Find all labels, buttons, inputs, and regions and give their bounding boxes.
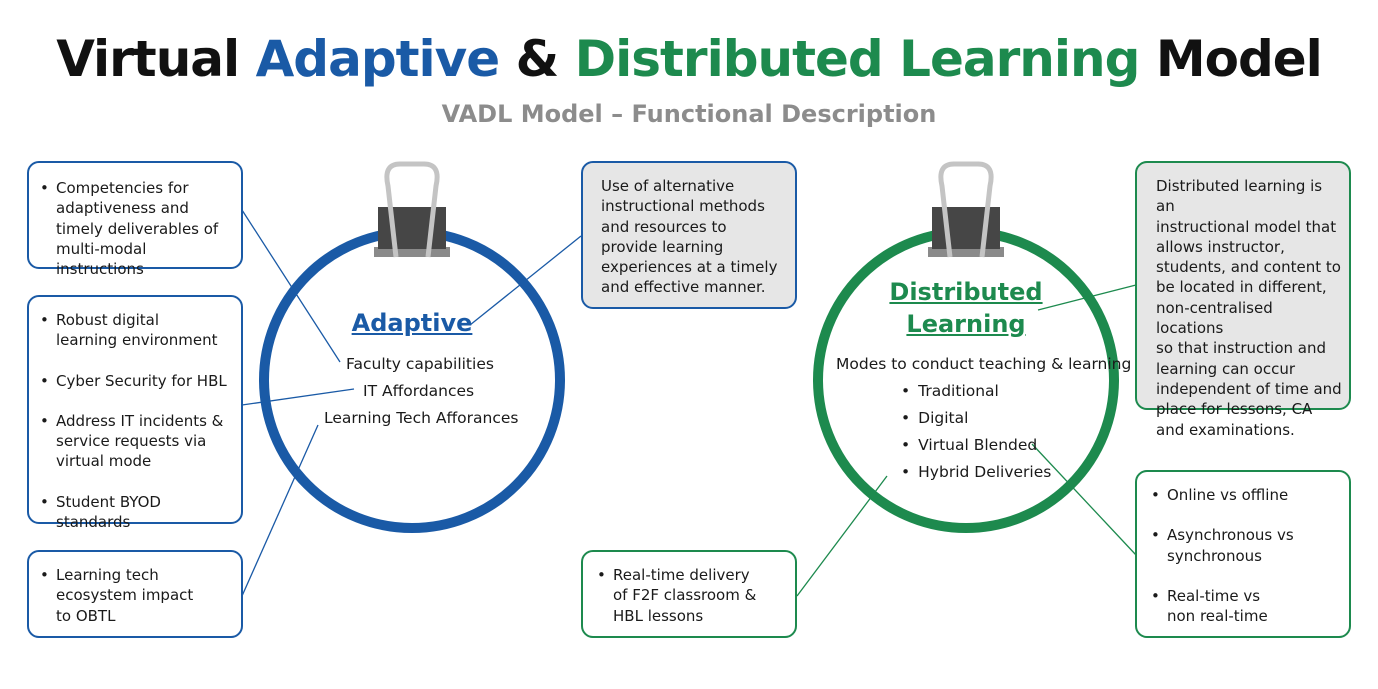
distributed-label-line1: Distributed bbox=[889, 278, 1043, 306]
adaptive-item-learning-tech: Learning Tech Afforances bbox=[324, 409, 519, 427]
adaptive-definition-box: Use of alternative instructional methods… bbox=[581, 161, 797, 309]
modes-heading: Modes to conduct teaching & learning bbox=[836, 355, 1132, 373]
list-item: Competencies for adaptiveness and timely… bbox=[40, 178, 233, 279]
title-model: Model bbox=[1155, 30, 1323, 88]
mode-item: Virtual Blended bbox=[901, 436, 1037, 454]
binder-clip-icon bbox=[928, 161, 1004, 258]
distributed-definition-box: Distributed learning is an instructional… bbox=[1135, 161, 1351, 439]
competencies-box: Competencies for adaptiveness and timely… bbox=[27, 161, 243, 278]
mode-item: Hybrid Deliveries bbox=[901, 463, 1051, 481]
mode-item: Digital bbox=[901, 409, 968, 427]
connector-line bbox=[241, 209, 341, 363]
realtime-delivery-box: Real-time delivery of F2F classroom & HB… bbox=[581, 550, 797, 638]
list-item: Real-time delivery of F2F classroom & HB… bbox=[597, 565, 787, 626]
mode-item: Traditional bbox=[901, 382, 999, 400]
title-ampersand: & bbox=[515, 30, 560, 88]
connector-line bbox=[241, 424, 319, 597]
list-item: Asynchronous vs synchronous bbox=[1151, 525, 1343, 566]
binder-clip-icon bbox=[374, 161, 450, 258]
list-item: Online vs offline bbox=[1151, 485, 1343, 506]
distributed-label-line2: Learning bbox=[906, 310, 1026, 338]
adaptive-item-faculty: Faculty capabilities bbox=[346, 355, 494, 373]
it-affordances-box: Robust digital learning environment Cybe… bbox=[27, 295, 243, 531]
adaptive-item-it: IT Affordances bbox=[363, 382, 475, 400]
list-item: Real-time vs non real-time bbox=[1151, 586, 1343, 627]
page-title: Virtual Adaptive & Distributed Learning … bbox=[0, 30, 1378, 88]
list-item: Cyber Security for HBL bbox=[40, 371, 233, 392]
adaptive-circle bbox=[259, 227, 565, 533]
connector-line bbox=[241, 388, 355, 406]
distributed-label: Distributed Learning bbox=[860, 276, 1072, 340]
list-item: Student BYOD standards bbox=[40, 492, 233, 533]
title-distributed-learning: Distributed Learning bbox=[574, 30, 1141, 88]
delivery-modes-box: Online vs offline Asynchronous vs synchr… bbox=[1135, 470, 1351, 638]
title-adaptive: Adaptive bbox=[255, 30, 501, 88]
page-subtitle: VADL Model – Functional Description bbox=[441, 100, 937, 128]
title-virtual: Virtual bbox=[56, 30, 240, 88]
list-item: Learning tech ecosystem impact to OBTL bbox=[40, 565, 233, 626]
learning-tech-box: Learning tech ecosystem impact to OBTL bbox=[27, 550, 243, 638]
list-item: Address IT incidents & service requests … bbox=[40, 411, 233, 472]
adaptive-label: Adaptive bbox=[351, 309, 473, 337]
list-item: Robust digital learning environment bbox=[40, 310, 233, 351]
